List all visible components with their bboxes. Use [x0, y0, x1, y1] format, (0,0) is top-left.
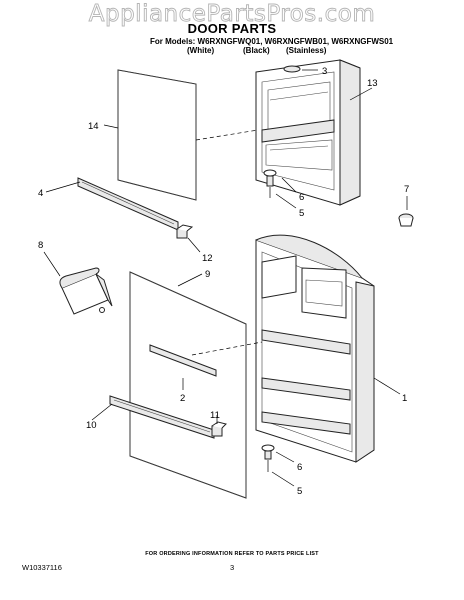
callout-8: 8: [38, 240, 43, 251]
callout-12: 12: [202, 253, 213, 264]
document-id: W10337116: [22, 563, 62, 572]
color-stainless: (Stainless): [286, 46, 327, 55]
hinge-cap: [283, 65, 301, 73]
callout-6-lower: 6: [297, 462, 302, 473]
callout-5-lower: 5: [297, 486, 302, 497]
fresh-food-rail-upper: [149, 344, 217, 377]
fresh-food-rail-cap: [211, 421, 227, 437]
callout-10: 10: [86, 420, 97, 431]
ordering-note: FOR ORDERING INFORMATION REFER TO PARTS …: [145, 551, 319, 557]
callout-4: 4: [38, 188, 43, 199]
callout-9: 9: [205, 269, 210, 280]
dairy-door: [59, 267, 113, 315]
alignment-line: [191, 341, 263, 356]
fresh-food-door-gasket: [129, 271, 247, 499]
freezer-door-gasket: [117, 69, 197, 201]
fresh-food-rail-lower: [109, 395, 215, 439]
page-number: 3: [230, 563, 235, 572]
callout-1: 1: [402, 393, 407, 404]
models-line: For Models: W6RXNGFWQ01, W6RXNGFWB01, W6…: [150, 37, 394, 46]
callout-14: 14: [88, 121, 99, 132]
callout-7: 7: [404, 184, 409, 195]
page-title: DOOR PARTS: [187, 21, 277, 36]
callout-6-upper: 6: [299, 192, 304, 203]
freezer-door: [255, 59, 361, 206]
fresh-food-door: [255, 234, 375, 463]
door-stop: [398, 213, 414, 227]
callout-3: 3: [322, 66, 327, 77]
upper-hinge-bushing: [263, 169, 277, 198]
color-black: (Black): [243, 46, 270, 55]
callout-13: 13: [367, 78, 378, 89]
callout-2: 2: [180, 393, 185, 404]
alignment-line: [195, 129, 259, 141]
callout-5-upper: 5: [299, 208, 304, 219]
freezer-rail-cap: [176, 224, 194, 239]
callout-11: 11: [210, 410, 220, 421]
leader-lines: [43, 69, 408, 487]
watermark: AppliancePartsPros.com: [88, 1, 376, 28]
color-white: (White): [187, 46, 215, 55]
lower-hinge-bushing: [261, 444, 275, 472]
